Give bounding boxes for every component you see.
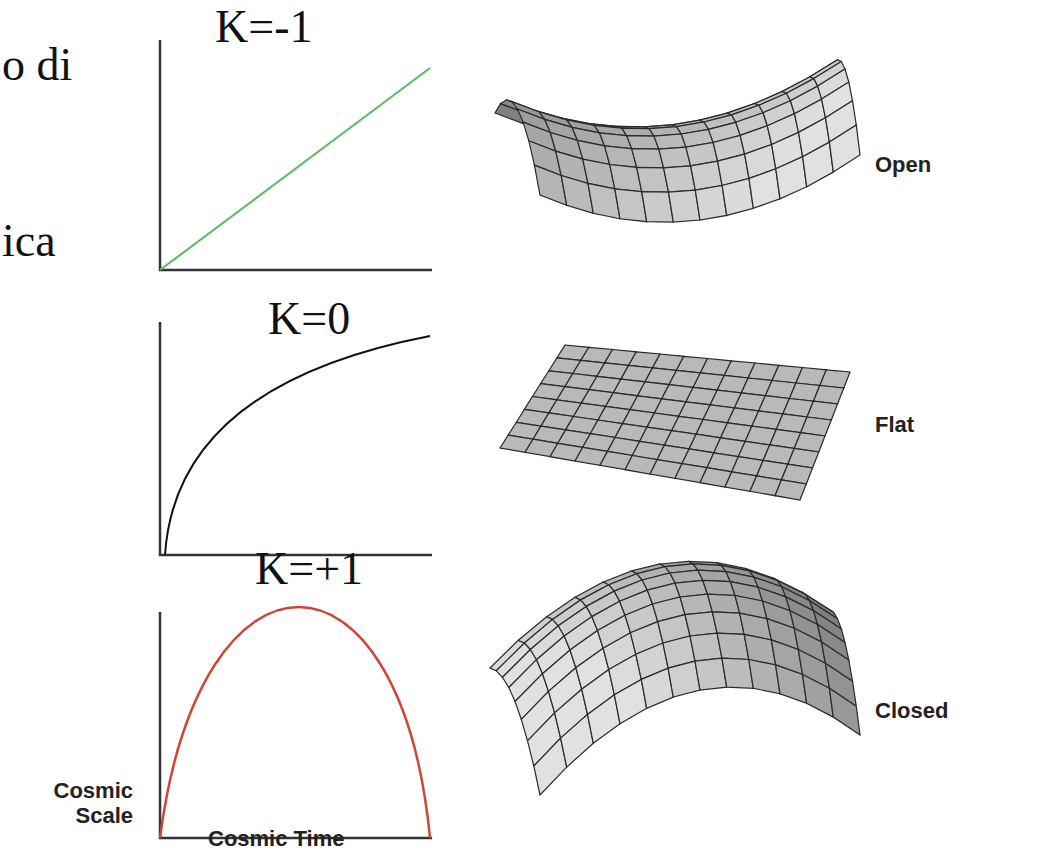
surface-cell: [803, 675, 834, 718]
surface-cell: [776, 157, 807, 199]
surface-cell: [803, 142, 834, 187]
curvature-label: K=-1: [215, 4, 312, 50]
surface-cell: [561, 176, 593, 214]
decelerating-expansion-curve: [165, 336, 430, 555]
surface-cell: [534, 165, 566, 205]
surface-cell: [641, 668, 673, 708]
surface-cell: [561, 714, 594, 767]
surface-cell: [654, 134, 686, 149]
chart-axes: [160, 40, 432, 838]
surface-cell: [829, 688, 860, 735]
curvature-label: K=0: [268, 296, 350, 342]
surface-cell: [659, 147, 691, 168]
open-saddle-surface: [495, 60, 860, 222]
surface-cell: [690, 633, 722, 661]
surface-cell: [588, 695, 621, 744]
closed-sphere-surface: [490, 561, 860, 795]
surface-cell: [829, 125, 860, 172]
curvature-label: K=+1: [255, 546, 363, 592]
surface-cell: [712, 612, 744, 635]
surface-cell: [685, 612, 717, 636]
geometry-label: Flat: [875, 412, 914, 437]
cut-off-text: o di: [2, 42, 72, 88]
geometry-label: Closed: [875, 698, 948, 723]
surface-cell: [717, 633, 749, 659]
surface-cell: [680, 594, 712, 614]
axes-closed: [160, 612, 432, 838]
surface-cell: [695, 186, 726, 221]
surface-cell: [669, 190, 701, 222]
linear-expansion-curve: [160, 68, 430, 270]
flat-plane-surface: [500, 345, 850, 500]
cut-off-text: ica: [2, 218, 56, 264]
axis-title: Cosmic Scale: [38, 778, 133, 829]
surface-cell: [749, 169, 780, 209]
surface-cell: [722, 658, 753, 688]
curvature-surfaces: [490, 60, 860, 795]
surface-cell: [695, 658, 727, 690]
recollapse-curve: [160, 607, 430, 838]
geometry-label: Open: [875, 152, 931, 177]
surface-cell: [776, 665, 807, 703]
surface-cell: [664, 166, 696, 192]
surface-cell: [614, 679, 646, 723]
surface-cell: [820, 370, 850, 388]
surface-cell: [534, 738, 567, 795]
surface-cell: [722, 178, 753, 215]
surface-cell: [775, 480, 806, 500]
surface-cell: [668, 661, 700, 697]
axes-open: [160, 40, 432, 270]
axis-title: Cosmic Time: [208, 826, 345, 851]
axes-flat: [160, 322, 432, 555]
